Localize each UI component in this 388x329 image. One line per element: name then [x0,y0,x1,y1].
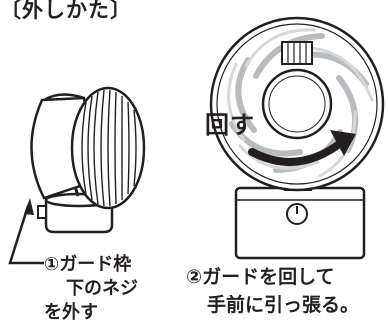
rotate-label: 回す [205,111,255,139]
step1-line: を外す [44,302,98,323]
rotation-arrow-icon [248,130,356,166]
fan-side-view-illustration [30,86,146,234]
step1-line: 下のネジ [66,278,138,299]
step1-line: ①ガード枠 [44,254,132,275]
step2-caption: ②ガードを回して 手前に引っ張る。 [186,263,359,319]
leader-line-arrow-icon [8,198,44,265]
step2-line: 手前に引っ張る。 [207,294,360,316]
step2-line: ②ガードを回して [186,266,335,288]
section-title: 〔外しかた〕 [0,0,132,22]
step1-caption: ①ガード枠 下のネジ を外す [44,253,138,325]
